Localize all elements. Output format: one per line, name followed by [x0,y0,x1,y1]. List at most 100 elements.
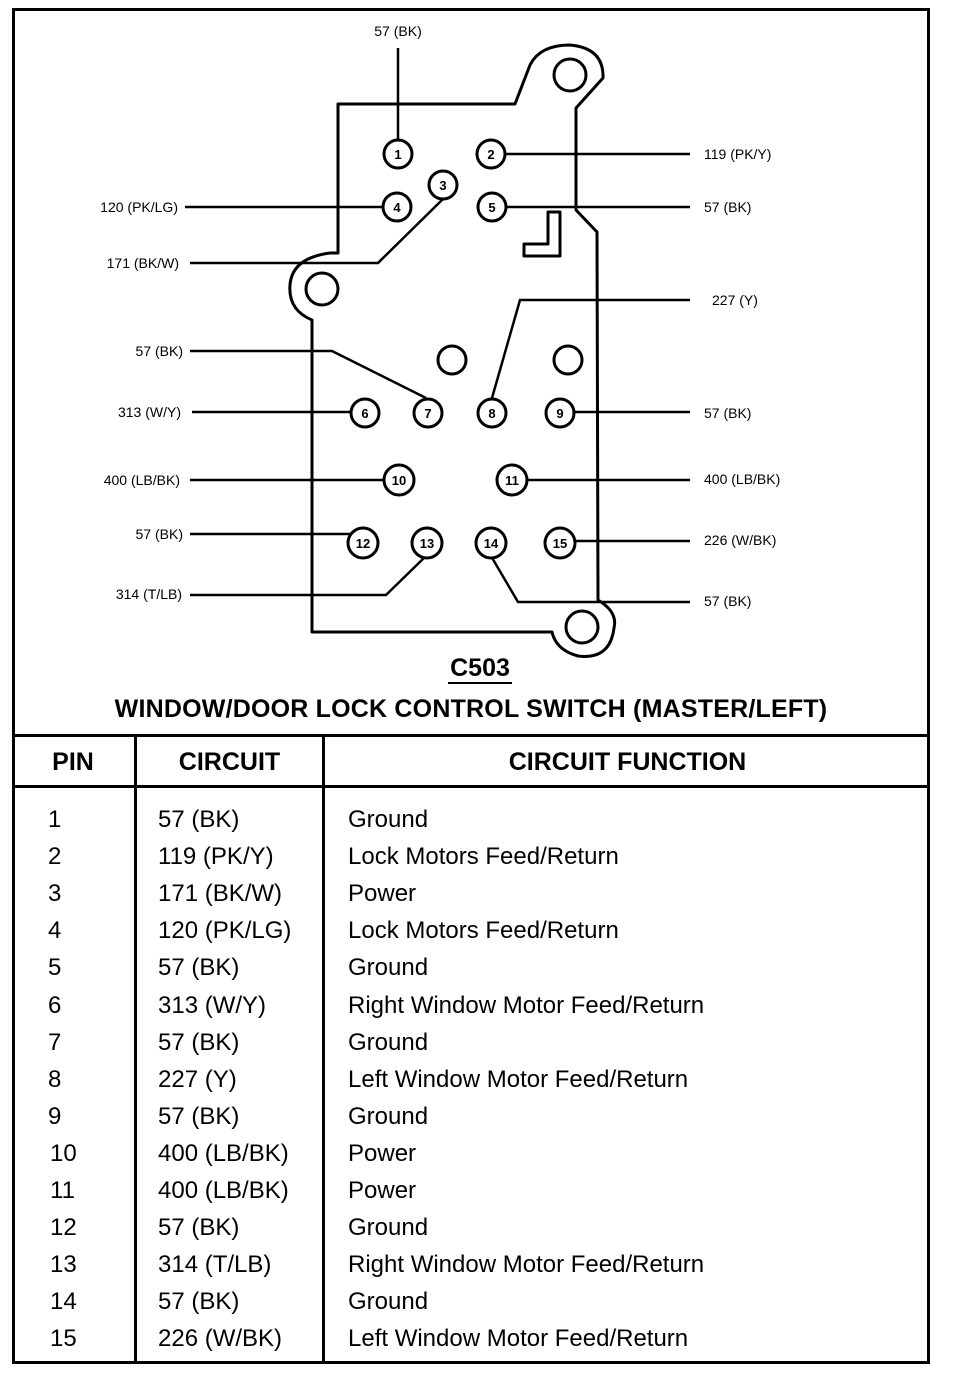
circuit-cell: 57 (BK) [158,954,240,982]
pin-13: 13 [410,526,444,560]
pin-cell: 5 [48,954,62,982]
function-cell: Right Window Motor Feed/Return [348,991,705,1019]
function-cell: Power [348,1139,417,1167]
pin-9-label: 9 [556,406,563,421]
pin-cell: 4 [48,917,62,945]
blank-cavity [436,344,468,376]
function-cell: Left Window Motor Feed/Return [348,1065,689,1093]
circuit-cell: 314 (T/LB) [158,1251,272,1279]
pin-cell: 6 [48,991,62,1019]
mounting-hole-bottom [564,609,600,645]
function-cell: Lock Motors Feed/Return [348,843,619,871]
pin-cell: 14 [50,1288,77,1316]
pin-cell: 11 [50,1177,75,1204]
function-cell: Ground [348,954,429,982]
wire-label-pin-12: 57 (BK) [136,526,183,542]
wire-label-pin-14: 57 (BK) [704,593,751,609]
pin-12: 12 [346,526,380,560]
wire-label-pin-15: 226 (W/BK) [704,532,776,548]
wire-14 [489,555,690,604]
column-divider [322,734,325,1364]
pin-6: 6 [349,397,381,429]
function-cell: Ground [348,1288,429,1316]
pins: 1 2 3 4 5 6 7 8 9 10 11 12 13 14 15 [346,138,577,560]
pin-15: 15 [543,526,577,560]
pin-7-label: 7 [424,406,431,421]
mounting-hole-top [552,57,588,93]
wire-label-pin-6: 313 (W/Y) [118,404,181,420]
circuit-cell: 119 (PK/Y) [158,843,274,871]
header-circuit: CIRCUIT [178,748,281,776]
wire-label-pin-4: 120 (PK/LG) [100,199,178,215]
function-cell: Power [348,880,417,908]
pin-3: 3 [427,169,459,201]
page-frame [12,8,930,1364]
function-cell: Ground [348,806,429,833]
pin-14-label: 14 [484,536,499,551]
wire-7 [190,349,427,400]
wires [185,48,690,604]
wire-label-pin-11: 400 (LB/BK) [704,471,780,487]
pin-cell: 12 [50,1214,77,1242]
table-row: 5 57 (BK) Ground [12,954,930,991]
pin-13-label: 13 [420,536,434,551]
pin-cell: 10 [50,1139,77,1167]
pin-10-label: 10 [392,473,406,488]
connector-title: WINDOW/DOOR LOCK CONTROL SWITCH (MASTER/… [114,695,828,723]
function-cell: Ground [348,1102,429,1130]
pin-1-label: 1 [394,147,401,162]
function-cell: Ground [348,1214,429,1242]
pin-cell: 9 [48,1102,62,1130]
wire-13 [190,555,427,597]
pin-3-label: 3 [439,178,446,193]
pin-cell: 8 [48,1065,62,1093]
pin-9: 9 [544,397,576,429]
wire-label-pin-10: 400 (LB/BK) [104,472,180,488]
header-circuit-function: CIRCUIT FUNCTION [508,748,747,776]
circuit-cell: 226 (W/BK) [158,1325,283,1353]
wire-3 [190,198,444,265]
circuit-cell: 57 (BK) [158,1214,240,1242]
wire-8 [490,298,690,399]
table-header [12,734,930,788]
function-cell: Ground [348,1028,429,1056]
circuit-cell: 120 (PK/LG) [158,917,292,945]
circuit-cell: 400 (LB/BK) [158,1177,289,1204]
circuit-cell: 171 (BK/W) [158,880,283,908]
table-row: 6 313 (W/Y) Right Window Motor Feed/Return [12,992,930,1029]
pin-12-label: 12 [356,536,370,551]
connector-housing [288,43,617,658]
connector-diagram: 1 2 3 4 5 6 7 8 9 10 11 12 13 14 15 57 (… [100,23,780,658]
mounting-hole-left [304,271,340,307]
wire-label-pin-8: 227 (Y) [712,292,758,308]
table-row: 9 57 (BK) Ground [12,1103,930,1140]
header-pin: PIN [52,748,94,776]
wire-label-pin-13: 314 (T/LB) [116,586,182,602]
pin-5: 5 [476,191,508,223]
blank-cavity [552,344,584,376]
pin-14: 14 [474,526,508,560]
function-cell: Lock Motors Feed/Return [348,917,619,945]
pin-8: 8 [476,397,508,429]
pin-6-label: 6 [361,406,368,421]
pin-5-label: 5 [488,200,495,215]
wire-label-pin-2: 119 (PK/Y) [704,146,771,162]
circuit-cell: 57 (BK) [158,1102,240,1130]
function-cell: Left Window Motor Feed/Return [348,1325,689,1353]
pin-8-label: 8 [488,406,495,421]
table-row: 11 400 (LB/BK) Power [12,1177,930,1214]
pin-2-label: 2 [487,147,494,162]
pin-2: 2 [475,138,507,170]
function-cell: Power [348,1177,417,1204]
pin-4-label: 4 [393,200,401,215]
wire-label-top: 57 (BK) [374,23,421,39]
connector-name-text: C503 [448,654,512,684]
wire-label-pin-5: 57 (BK) [704,199,751,215]
circuit-cell: 313 (W/Y) [158,991,267,1019]
pin-7: 7 [412,397,444,429]
pin-1: 1 [382,138,414,170]
